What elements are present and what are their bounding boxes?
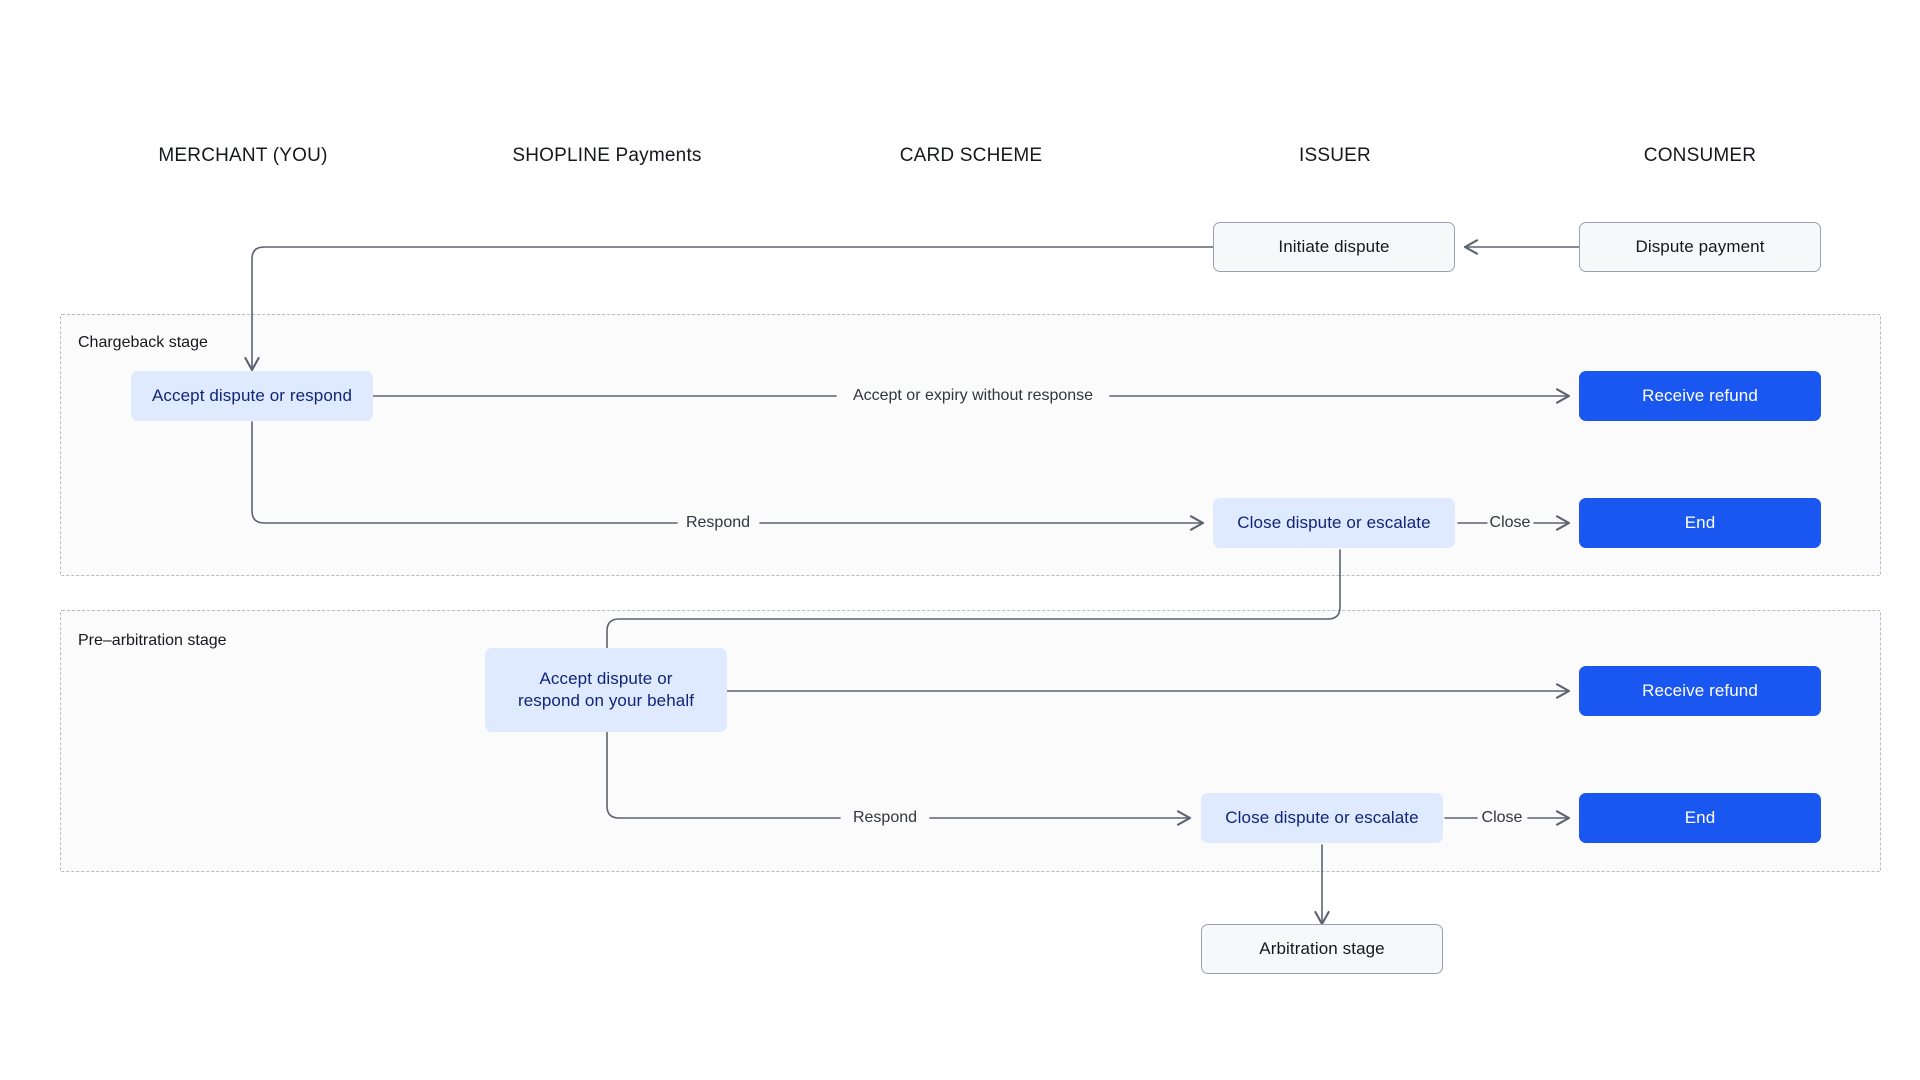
edge-label-pa-close: Close [1479,809,1525,827]
lane-header-card-scheme: CARD SCHEME [899,145,1043,166]
edge-label-cb-close: Close [1487,514,1533,532]
node-cb-end[interactable]: End [1579,498,1821,548]
node-pa-end[interactable]: End [1579,793,1821,843]
lane-header-merchant: MERCHANT (YOU) [158,145,328,166]
node-cb-accept-or-respond[interactable]: Accept dispute or respond [131,371,373,421]
node-arbitration-stage[interactable]: Arbitration stage [1201,924,1443,974]
lane-header-issuer: ISSUER [1299,145,1371,166]
node-initiate-dispute[interactable]: Initiate dispute [1213,222,1455,272]
node-pa-receive-refund[interactable]: Receive refund [1579,666,1821,716]
stage-label-pre-arbitration: Pre–arbitration stage [78,632,227,649]
node-pa-accept-or-respond[interactable]: Accept dispute or respond on your behalf [485,648,727,732]
node-cb-close-or-escalate[interactable]: Close dispute or escalate [1213,498,1455,548]
stage-label-chargeback: Chargeback stage [78,334,208,351]
lane-header-shopline: SHOPLINE Payments [512,145,702,166]
node-pa-close-or-escalate[interactable]: Close dispute or escalate [1201,793,1443,843]
node-dispute-payment[interactable]: Dispute payment [1579,222,1821,272]
edge-label-pa-respond: Respond [850,809,920,827]
edge-label-cb-accept-or-expiry: Accept or expiry without response [850,387,1096,405]
node-cb-receive-refund[interactable]: Receive refund [1579,371,1821,421]
lane-header-consumer: CONSUMER [1643,145,1757,166]
edge-label-cb-respond: Respond [683,514,753,532]
